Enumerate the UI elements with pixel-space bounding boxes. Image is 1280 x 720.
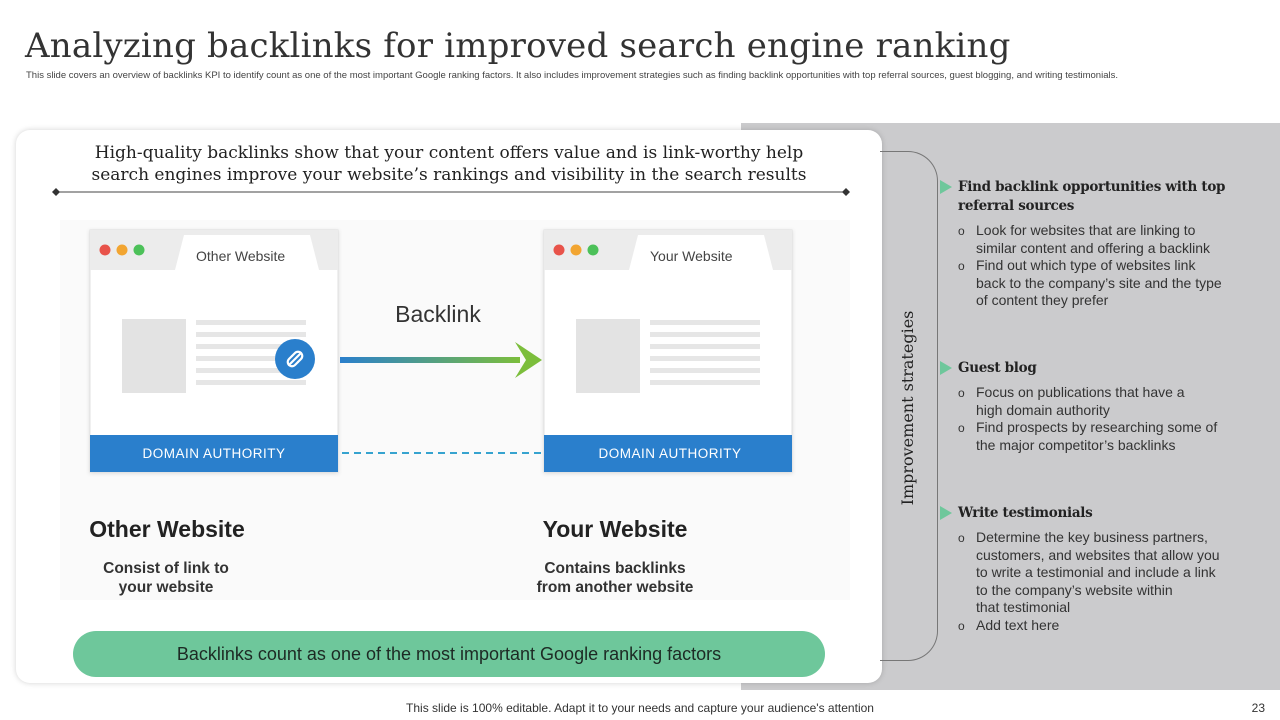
window-minimize-dot	[116, 244, 128, 256]
content-image-placeholder	[122, 319, 186, 393]
strategy-heading-line: Guest blog	[958, 360, 1037, 376]
divider-right-diamond-icon	[842, 188, 850, 196]
bullet-text-line: of content they prefer	[976, 292, 1109, 308]
list-item: o Determine the key business partners, c…	[940, 529, 1240, 617]
intro-divider	[52, 188, 850, 196]
window-maximize-dot	[587, 244, 599, 256]
bullet-text-line: Add text here	[976, 616, 1060, 633]
circle-bullet-icon: o	[958, 259, 965, 273]
circle-bullet-icon: o	[958, 224, 965, 238]
circle-bullet-icon: o	[958, 421, 965, 435]
other-website-tab-label: Other Website	[196, 248, 285, 264]
list-item: o Add text here	[940, 617, 1240, 635]
other-website-desc-line-2: your website	[119, 579, 214, 596]
strategy-write-testimonials: Write testimonials o Determine the key b…	[940, 504, 1240, 634]
triangle-marker-icon	[940, 361, 952, 375]
bullet-text-line: Determine the key business partners,	[976, 529, 1208, 545]
triangle-marker-icon	[940, 506, 952, 520]
bullet-text-line: to write a testimonial and include a lin…	[976, 564, 1216, 580]
triangle-marker-icon	[940, 180, 952, 194]
domain-authority-bar	[544, 435, 792, 472]
circle-bullet-icon: o	[958, 531, 965, 545]
bullet-text-line: the major competitor’s backlinks	[976, 436, 1176, 453]
arrow-right-icon	[515, 342, 542, 378]
domain-authority-label: DOMAIN AUTHORITY	[598, 446, 741, 461]
intro-line-1: High-quality backlinks show that your co…	[94, 143, 804, 163]
slide-subtitle: This slide covers an overview of backlin…	[26, 70, 1118, 81]
bullet-text-line: Find out which type of websites link	[976, 257, 1196, 273]
strategy-backlink-opportunities: Find backlink opportunities with top ref…	[940, 178, 1240, 310]
bullet-text-line: to the company’s website within	[976, 581, 1173, 598]
window-close-dot	[553, 244, 565, 256]
your-website-tab-label: Your Website	[650, 248, 733, 264]
strategy-bullets: o Focus on publications that have a high…	[940, 384, 1240, 454]
strategy-heading: Find backlink opportunities with top ref…	[940, 178, 1240, 216]
key-fact-banner: Backlinks count as one of the most impor…	[73, 631, 825, 677]
bullet-text-line: high domain authority	[976, 401, 1110, 418]
circle-bullet-icon: o	[958, 618, 965, 633]
intro-text: High-quality backlinks show that your co…	[0, 142, 898, 186]
bullet-text-line: Find prospects by researching some of	[976, 419, 1218, 435]
bullet-text-line: Focus on publications that have a	[976, 384, 1185, 400]
your-website-desc-line-1: Contains backlinks	[544, 560, 685, 577]
strategies-bracket	[880, 151, 938, 661]
window-maximize-dot	[133, 244, 145, 256]
window-minimize-dot	[570, 244, 582, 256]
other-website-desc-line-1: Consist of link to	[103, 560, 229, 577]
content-image-placeholder	[576, 319, 640, 393]
divider-left-diamond-icon	[52, 188, 60, 196]
your-website-heading: Your Website	[543, 516, 688, 542]
domain-authority-label: DOMAIN AUTHORITY	[142, 446, 285, 461]
page-number: 23	[1251, 701, 1265, 715]
slide-footer: This slide is 100% editable. Adapt it to…	[406, 701, 874, 715]
window-close-dot	[99, 244, 111, 256]
list-item: o Find prospects by researching some of …	[940, 419, 1240, 454]
backlink-label: Backlink	[395, 301, 481, 327]
intro-line-2: search engines improve your website’s ra…	[91, 165, 807, 185]
bullet-text-line: back to the company’s site and the type	[976, 274, 1222, 291]
backlink-diagram: Other Website DOMAIN AUTHORITY Your Webs…	[60, 220, 850, 600]
improvement-strategies-label: Improvement strategies	[898, 310, 917, 506]
list-item: o Focus on publications that have a high…	[940, 384, 1240, 419]
your-website-desc-line-2: from another website	[537, 579, 694, 596]
strategy-heading: Guest blog	[940, 359, 1240, 378]
list-item: o Look for websites that are linking to …	[940, 222, 1240, 257]
strategy-heading-line: Write testimonials	[958, 505, 1093, 521]
strategy-bullets: o Look for websites that are linking to …	[940, 222, 1240, 310]
list-item: o Find out which type of websites link b…	[940, 257, 1240, 310]
bullet-text-line: that testimonial	[976, 599, 1071, 615]
domain-authority-bar	[90, 435, 338, 472]
link-icon	[275, 339, 315, 379]
circle-bullet-icon: o	[958, 386, 965, 400]
content-text-lines	[650, 320, 760, 385]
backlink-arrow-shaft	[340, 357, 520, 363]
strategy-heading: Write testimonials	[940, 504, 1240, 523]
strategy-heading-line: Find backlink opportunities with top	[958, 179, 1226, 195]
strategy-guest-blog: Guest blog o Focus on publications that …	[940, 359, 1240, 454]
bullet-text-line: Look for websites that are linking to	[976, 222, 1196, 238]
bullet-text-line: customers, and websites that allow you	[976, 546, 1220, 563]
strategy-heading-line: referral sources	[958, 198, 1075, 214]
strategy-bullets: o Determine the key business partners, c…	[940, 529, 1240, 634]
key-fact-text: Backlinks count as one of the most impor…	[176, 643, 722, 664]
slide-title: Analyzing backlinks for improved search …	[25, 26, 1011, 66]
other-website-heading: Other Website	[89, 516, 245, 542]
content-text-lines	[196, 320, 306, 385]
bullet-text-line: similar content and offering a backlink	[976, 239, 1210, 256]
